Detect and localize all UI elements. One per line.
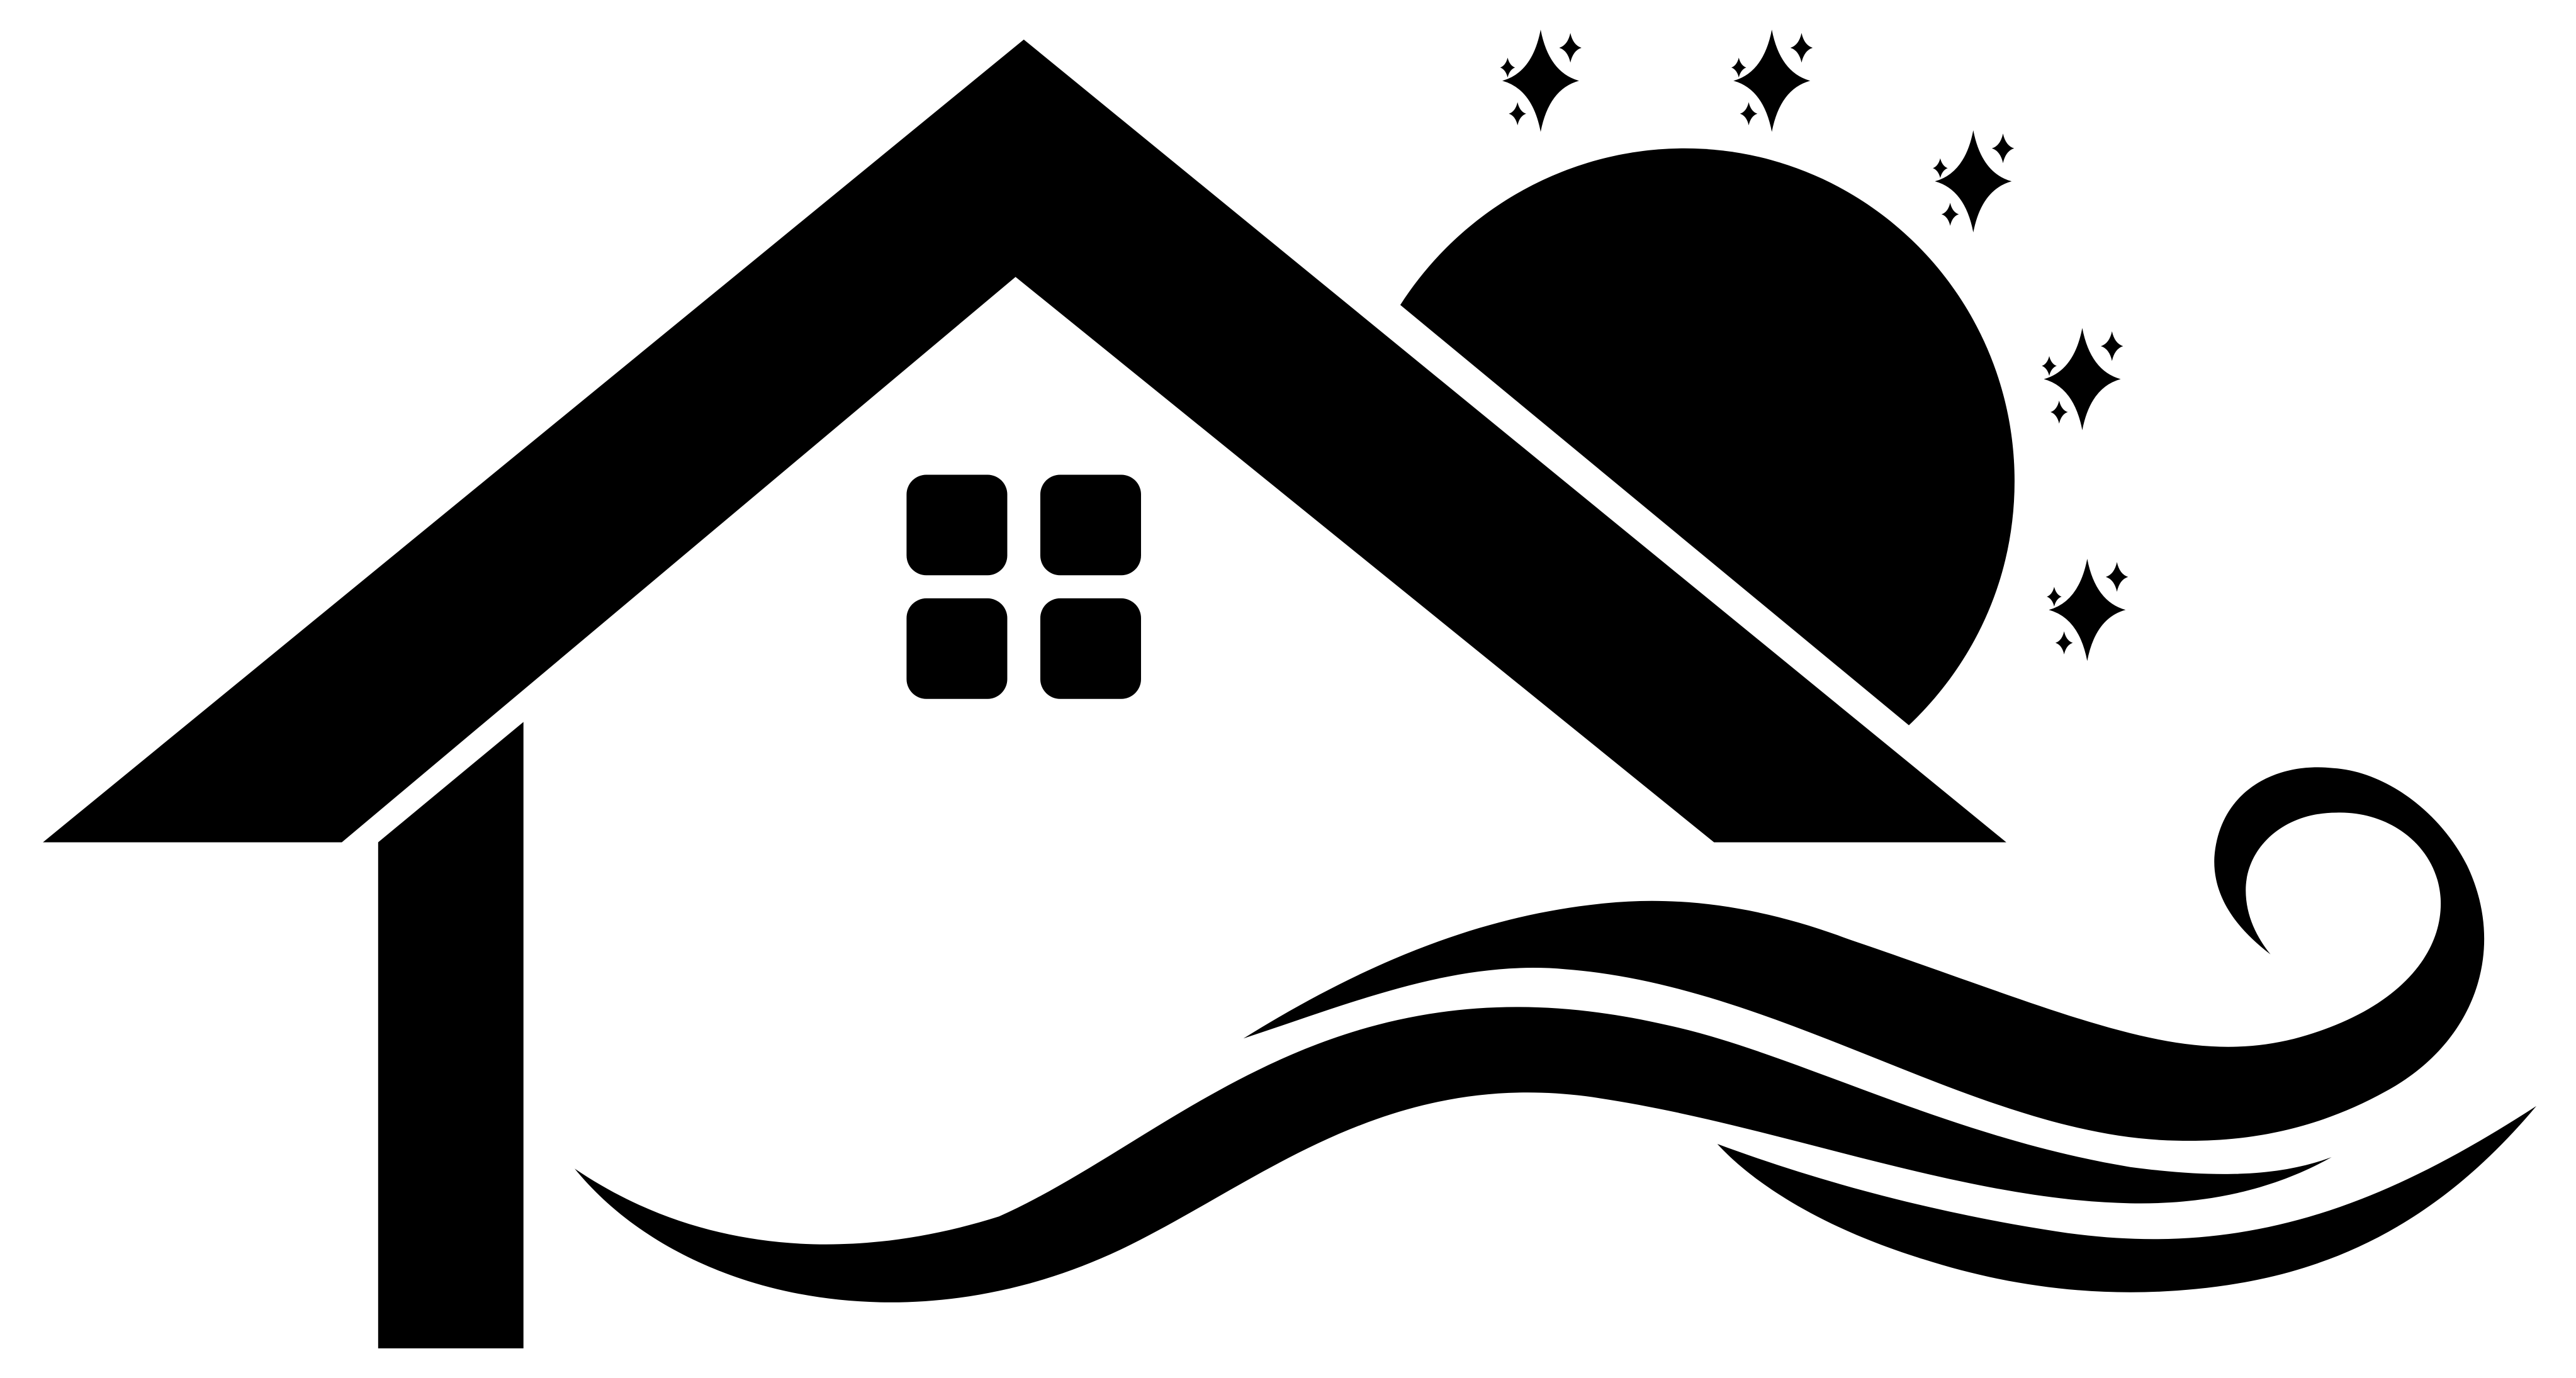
window-pane-icon bbox=[1040, 598, 1141, 699]
sparkle-icon bbox=[2047, 559, 2129, 661]
attic-window-icon bbox=[906, 474, 1141, 699]
chimney-icon bbox=[378, 722, 524, 1348]
waves-group bbox=[575, 767, 2537, 1302]
window-pane-icon bbox=[906, 474, 1008, 576]
house-roof-icon bbox=[43, 39, 2006, 843]
sparkle-icon bbox=[1731, 30, 1813, 132]
sparkle-icon bbox=[1933, 130, 2015, 233]
window-pane-icon bbox=[906, 598, 1008, 699]
wave-icon bbox=[575, 1007, 2332, 1302]
sparkle-icon bbox=[2042, 328, 2123, 430]
window-pane-icon bbox=[1040, 474, 1141, 576]
sparkle-icon bbox=[1500, 30, 1582, 132]
wave-icon bbox=[1243, 767, 2485, 1141]
sparkles-group bbox=[1500, 30, 2129, 661]
sun-icon bbox=[1400, 148, 2015, 725]
wave-icon bbox=[1717, 1106, 2537, 1292]
